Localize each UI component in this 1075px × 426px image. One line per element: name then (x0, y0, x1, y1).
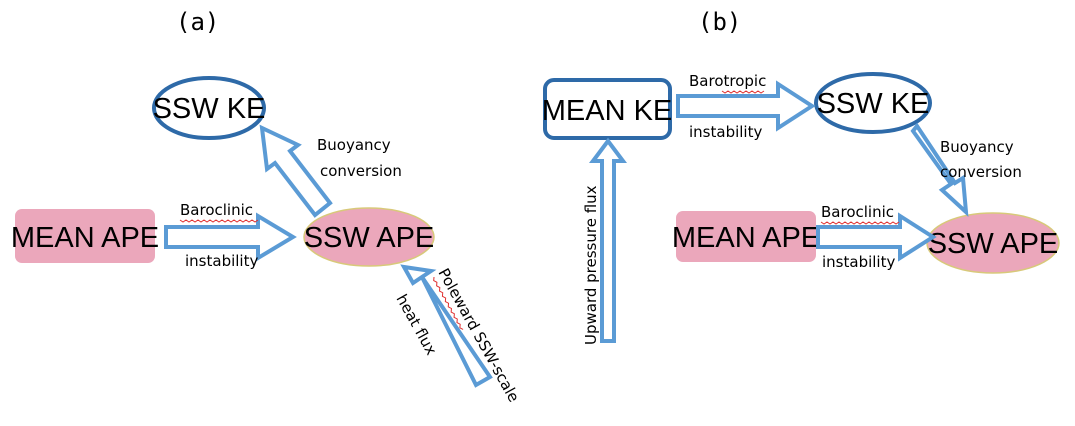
panel-b-upward-flux-arrow (589, 137, 627, 343)
panel-b-instability-label-1: instability (689, 123, 762, 141)
panel-b-mean-ke-label: MEAN KE (542, 95, 673, 127)
panel-b-buoyancy-arrow (910, 122, 969, 217)
panel-a-baroclinic-arrow (164, 212, 297, 262)
panel-b-baroclinic-squiggle (820, 221, 900, 225)
panel-a-ssw-ke-label: SSW KE (153, 93, 266, 125)
panel-b-barotropic-label-1: Barotropic (689, 72, 766, 90)
panel-b-mean-ke-node (543, 78, 672, 140)
panel-b-upward-flux-label: Upward pressure flux (582, 185, 600, 345)
panel-a-buoyancy-arrow (259, 124, 333, 218)
panel-a-mean-ape-node (15, 209, 155, 263)
panel-b-ssw-ape-label: SSW APE (928, 228, 1059, 260)
panel-b-label: (b) (698, 8, 741, 36)
panel-b-buoyancy-label-2: conversion (940, 163, 1022, 181)
panel-b-buoyancy-label-1: Buoyancy (940, 138, 1014, 156)
panel-a-buoyancy-label-1: Buoyancy (317, 136, 391, 154)
panel-b-barotropic-squiggle (721, 90, 765, 94)
panel-a-baroclinic-squiggle (179, 219, 259, 223)
panel-a-ssw-ape-label: SSW APE (304, 222, 435, 254)
panel-b-ssw-ke-node (814, 72, 932, 134)
panel-b-ssw-ke-label: SSW KE (817, 88, 930, 120)
panel-b-baroclinic-label-1: Baroclinic (821, 203, 894, 221)
panel-b-instability-label-2: instability (822, 253, 895, 271)
panel-a-buoyancy-label-2: conversion (320, 162, 402, 180)
panel-a-mean-ape-label: MEAN APE (11, 222, 159, 254)
panel-b-mean-ape-node (676, 211, 816, 262)
panel-a-ssw-ke-node (152, 76, 266, 140)
panel-b-baroclinic-arrow (816, 212, 937, 262)
panel-a-poleward-arrow (400, 264, 493, 388)
panel-a-baroclinic-label-1: Baroclinic (180, 201, 253, 219)
panel-b-barotropic-arrow (676, 80, 816, 132)
panel-a-label: (a) (176, 8, 219, 36)
panel-a-poleward-squiggle (433, 276, 464, 330)
panel-a-instability-label: instability (185, 252, 258, 270)
panel-b-mean-ape-label: MEAN APE (672, 222, 820, 254)
panel-a-ssw-ape-node (303, 207, 435, 267)
